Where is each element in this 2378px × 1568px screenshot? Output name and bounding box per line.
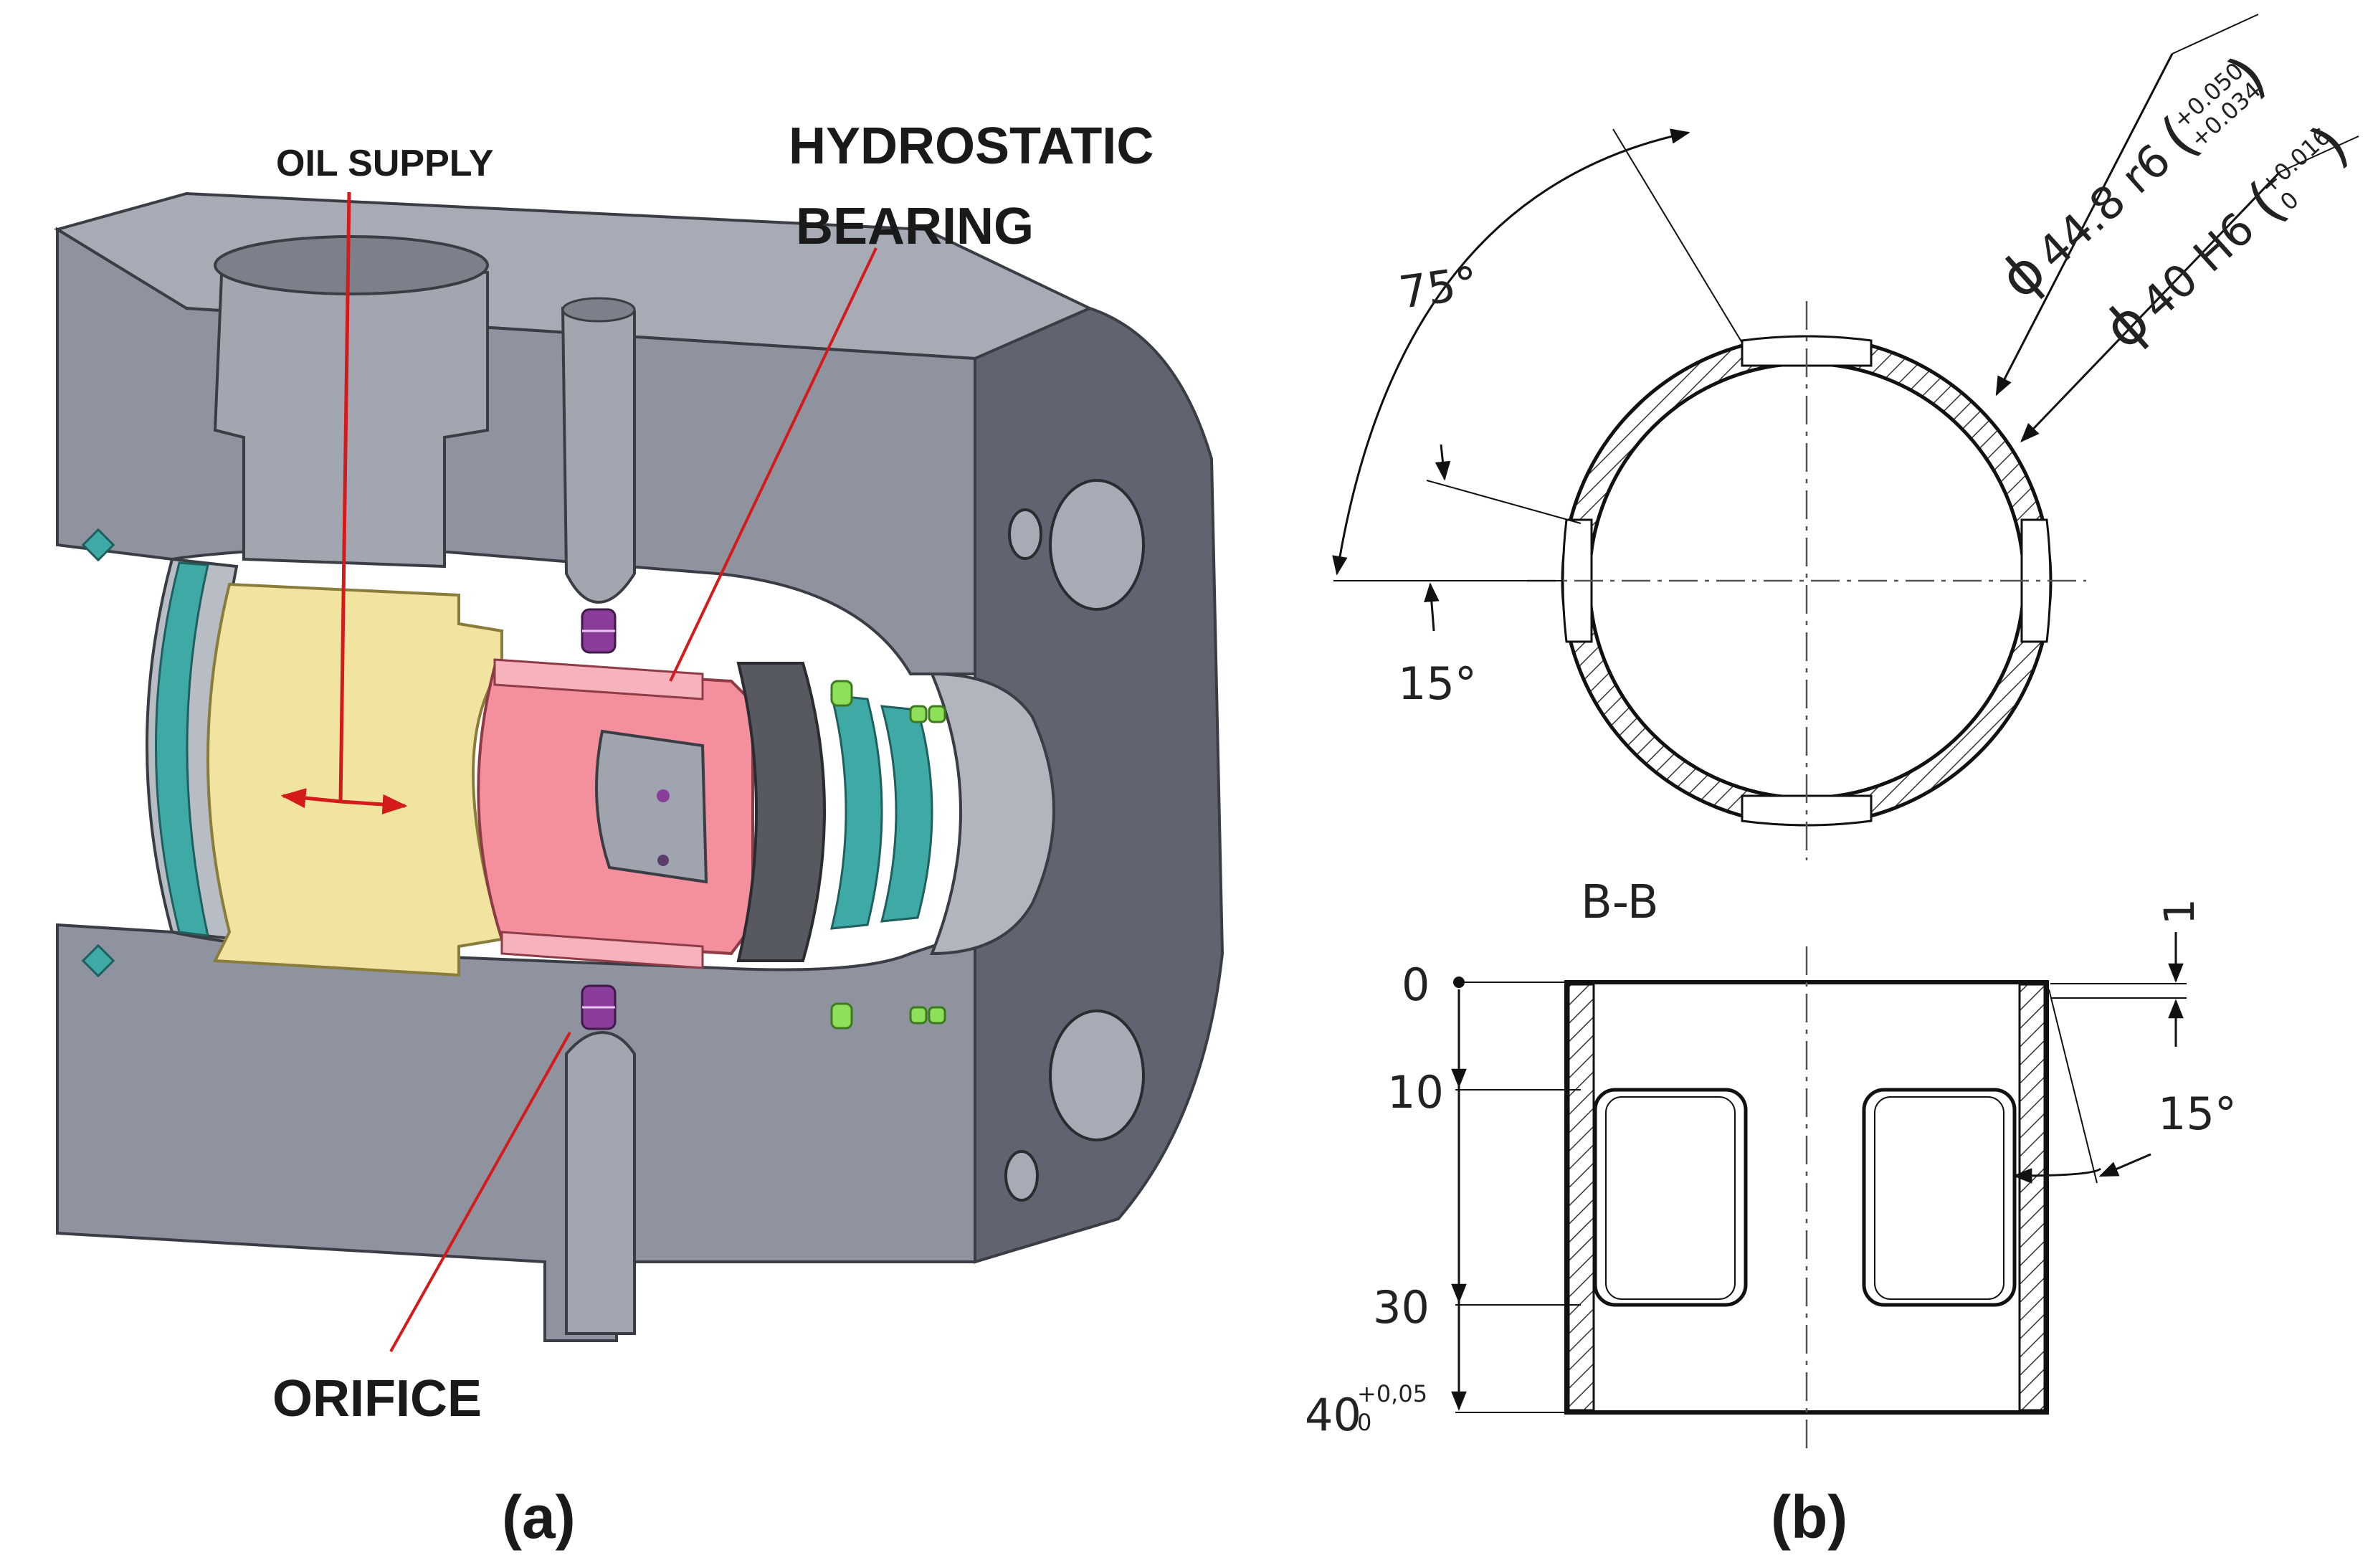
angle-15-arrow-up: [1435, 444, 1451, 481]
label-hydrostatic: HYDROSTATIC: [789, 118, 1154, 175]
dia-inner-leader: [2020, 171, 2281, 442]
caption-b: (b): [1771, 1483, 1847, 1551]
flange-ring: [929, 672, 1055, 956]
chamfer-15-label: 15°: [2158, 1088, 2237, 1140]
angle-ref-line-15: [1426, 480, 1582, 524]
oil-flow-arrow-left: [280, 788, 341, 809]
bushing: [206, 582, 504, 977]
lower-feed-bore: [565, 1030, 636, 1335]
sleeve-wall-left: [1567, 983, 1595, 1412]
teal-seal-right-a: [830, 694, 883, 930]
shaft-grooves: [736, 662, 826, 962]
orifice-lower: [581, 984, 617, 1030]
caption-a: (a): [502, 1483, 576, 1551]
dim-1-label: 1: [2155, 898, 2204, 925]
dim-10-label: 10: [1387, 1066, 1444, 1118]
bearing-top-lip: [493, 658, 704, 700]
hydrostatic-leader: [669, 247, 878, 682]
dia-inner-shoulder: [2279, 136, 2359, 173]
seal-ring-left: [155, 561, 209, 937]
cutaway-illustration: OIL SUPPLY HYDROSTATIC BEARING ORIFICE (…: [54, 118, 1224, 1551]
orifice-upper: [581, 608, 617, 654]
chamfer-angle-arc: [2012, 1167, 2102, 1184]
dim-30-label: 30: [1373, 1281, 1430, 1334]
upper-feed-bore: [561, 306, 636, 604]
dia-outer-shoulder: [2172, 14, 2259, 54]
dia-inner-value: 40 H6: [2131, 202, 2264, 330]
section-b-b: B-B 0 10 30 40 +0,05: [1305, 876, 2237, 1448]
dim-0-label: 0: [1402, 959, 1430, 1011]
dia-outer-callout: ϕ 44.8 r6 ( +0.050 +0.034 ): [1987, 42, 2278, 311]
dim-40-tol-upper: +0,05: [1357, 1380, 1427, 1407]
dim-40-tol-lower: 0: [1357, 1409, 1371, 1436]
window-right-inner: [1874, 1096, 2004, 1300]
oil-flow-arrow-right: [340, 794, 408, 814]
window-left-inner: [1605, 1096, 1736, 1300]
ring-cross-section: 75° 15° ϕ 44.8 r6 ( +0.050 +0.034 ) ϕ 40…: [1332, 14, 2361, 860]
angle-ref-line-75: [1612, 128, 1743, 343]
angle-75-label: 75°: [1396, 256, 1481, 319]
angle-15-label: 15°: [1398, 657, 1477, 710]
seal-cross-top: [81, 528, 115, 562]
housing-front-lower: [56, 923, 976, 1342]
oil-supply-bore-top: [214, 235, 489, 295]
pocket-hole-bottom: [657, 855, 669, 866]
window-left: [1593, 1088, 1748, 1307]
label-bearing: BEARING: [796, 198, 1034, 255]
chamfer-ref-line: [2048, 989, 2098, 1184]
engineering-drawing: 75° 15° ϕ 44.8 r6 ( +0.050 +0.034 ) ϕ 40…: [1305, 14, 2361, 1551]
dia-outer-value: 44.8 r6: [2027, 133, 2180, 279]
oil-supply-bore: [213, 256, 489, 569]
pocket-hole-top: [657, 789, 670, 802]
chamfer-arrow-right: [2098, 1153, 2151, 1177]
label-oil-supply: OIL SUPPLY: [276, 143, 493, 184]
dia-outer-leader: [1995, 53, 2174, 396]
window-right: [1862, 1088, 2017, 1307]
label-orifice: ORIFICE: [272, 1370, 482, 1427]
angle-15-arrow-down: [1424, 582, 1440, 632]
section-title: B-B: [1581, 876, 1659, 929]
bearing-pocket: [595, 729, 708, 884]
o-rings: [830, 680, 946, 1030]
mounting-holes: [1004, 479, 1145, 1202]
bearing-bottom-lip: [500, 931, 704, 969]
orifice-leader: [389, 1032, 571, 1352]
origin-dot: [1453, 977, 1465, 988]
sleeve-wall-right: [2018, 983, 2046, 1412]
dim-40-label: 40: [1305, 1389, 1361, 1441]
oil-supply-leader: [338, 191, 351, 804]
teal-seal-right-b: [880, 705, 933, 923]
seal-cross-bottom: [81, 944, 115, 978]
angle-75-arc: [1332, 128, 1690, 576]
